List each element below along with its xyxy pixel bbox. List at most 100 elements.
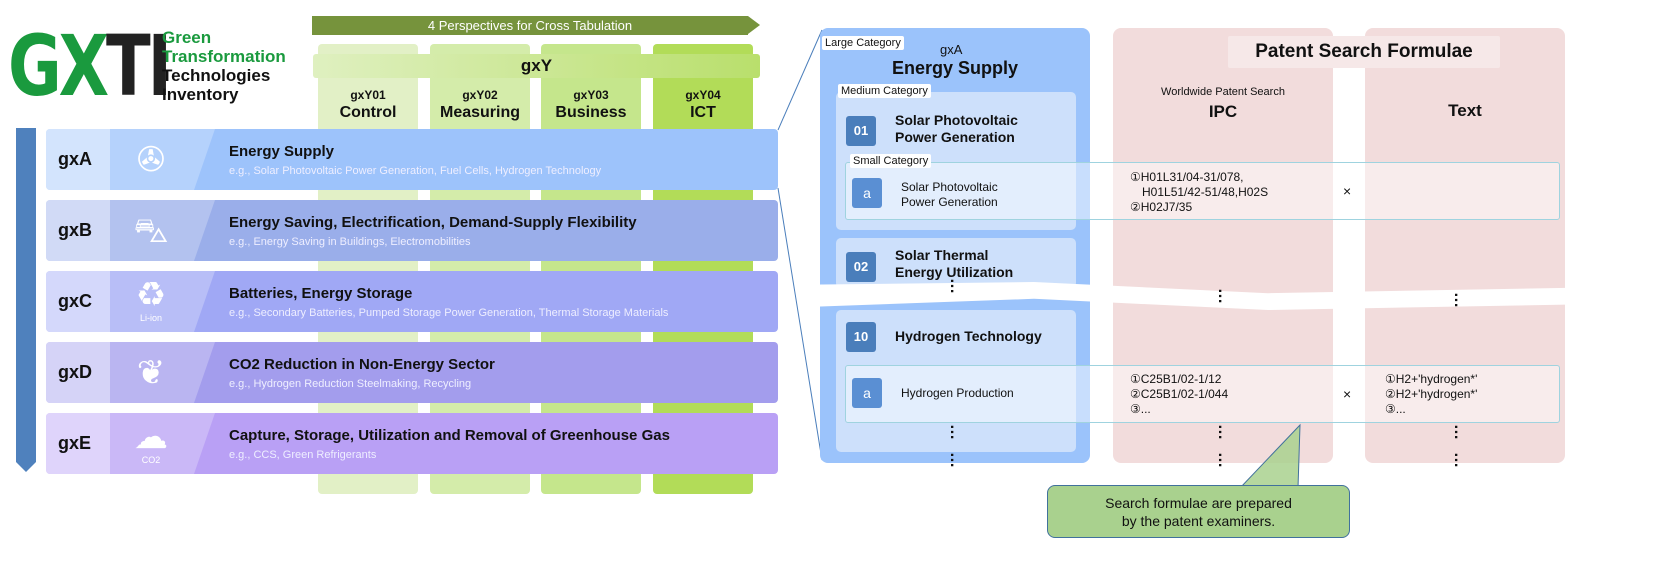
name-line: Solar Photovoltaic <box>895 112 1018 128</box>
formula-line: H01L51/42-51/48,H02S <box>1130 185 1269 199</box>
small-category-row <box>845 365 1560 423</box>
gx-technologies-arrow <box>16 128 36 472</box>
large-category-code: gxA <box>940 42 963 57</box>
ellipsis-icon: … <box>947 424 964 438</box>
medium-category-box <box>836 238 1076 288</box>
ipc-subtitle: Worldwide Patent Search <box>1161 86 1285 98</box>
wind-turbine-icon: ✇ <box>136 141 166 179</box>
name-line: Solar Photovoltaic <box>901 180 998 194</box>
tech-row-gxb: gxB ⛍ Energy Saving, Electrification, Dema… <box>46 200 778 261</box>
column-name: ICT <box>690 104 716 121</box>
ellipsis-icon: … <box>947 278 964 292</box>
name-line: Power Generation <box>895 129 1015 145</box>
formula-line: ③... <box>1385 402 1406 416</box>
examiner-callout: Search formulae are prepared by the paten… <box>1047 485 1350 538</box>
ellipsis-icon: … <box>947 452 964 466</box>
text-formula: ①H2+'hydrogen*'②H2+'hydrogen*'③... <box>1385 372 1477 417</box>
tech-examples: e.g., Energy Saving in Buildings, Electr… <box>229 236 471 248</box>
name-line: Energy Utilization <box>895 264 1014 280</box>
tech-row-gxa: gxA ✇ Energy Supply e.g., Solar Photovoltai… <box>46 129 778 190</box>
icon-text: Li-ion <box>139 313 162 323</box>
small-letter: a <box>852 378 882 408</box>
logo-line: Green <box>162 28 212 47</box>
tech-title: CO2 Reduction in Non-Energy Sector <box>229 356 495 373</box>
callout-line: by the patent examiners. <box>1121 513 1276 529</box>
medium-number: 01 <box>846 116 876 146</box>
multiply-icon: × <box>1343 386 1352 402</box>
callout-line: Search formulae are prepared <box>1105 495 1292 511</box>
small-category-name: Hydrogen Production <box>901 386 1014 400</box>
tech-code: gxA <box>46 129 110 190</box>
tech-title: Batteries, Energy Storage <box>229 285 413 302</box>
medium-category-tag: Medium Category <box>838 84 931 98</box>
logo-line: Technologies <box>162 66 271 85</box>
co2-cloud-icon: ☁CO2 <box>116 419 186 469</box>
formula-line: ①C25B1/02-1/12 <box>1130 372 1222 386</box>
gxti-logo: GXTI <box>8 17 172 115</box>
column-name: Control <box>339 104 397 121</box>
electric-car-icon: ⛍ <box>133 212 169 250</box>
formula-line: ②H02J7/35 <box>1130 200 1193 214</box>
leaf-bottle-icon: ❦ <box>136 354 166 392</box>
tech-title: Energy Supply <box>229 143 335 160</box>
ellipsis-icon: … <box>1451 452 1468 466</box>
large-category-tag: Large Category <box>822 36 904 50</box>
medium-number: 02 <box>846 252 876 282</box>
column-name: Measuring <box>439 104 520 121</box>
ellipsis-icon: … <box>1451 292 1468 306</box>
formula-line: ①H2+'hydrogen*' <box>1385 372 1478 386</box>
formula-line: ②H2+'hydrogen*' <box>1385 387 1478 401</box>
column-code: gxY04 <box>685 88 721 102</box>
column-code: gxY01 <box>350 88 386 102</box>
tech-title: Energy Saving, Electrification, Demand-S… <box>229 214 637 231</box>
tech-examples: e.g., Secondary Batteries, Pumped Storag… <box>229 307 669 319</box>
ipc-column <box>1113 28 1333 463</box>
tech-code: gxE <box>46 413 110 474</box>
ellipsis-icon: … <box>1215 424 1232 438</box>
text-column <box>1365 28 1565 463</box>
logo-line: Inventory <box>162 85 239 104</box>
tech-examples: e.g., CCS, Green Refrigerants <box>229 449 377 461</box>
formula-line: ②C25B1/02-1/044 <box>1130 387 1229 401</box>
formula-line: ③... <box>1130 402 1151 416</box>
ellipsis-icon: … <box>1215 288 1232 302</box>
perspectives-banner: 4 Perspectives for Cross Tabulation <box>312 16 760 35</box>
logo-text: Green Transformation Technologies Invent… <box>162 28 286 104</box>
ellipsis-icon: … <box>1451 424 1468 438</box>
tech-title: Capture, Storage, Utilization and Remova… <box>229 427 670 444</box>
name-line: Power Generation <box>901 195 998 209</box>
tech-row-gxc: gxC♻Li-ion Batteries, Energy Storage e.g.,… <box>46 271 778 332</box>
medium-category-name: Hydrogen Technology <box>895 328 1042 344</box>
name-line: Solar Thermal <box>895 247 989 263</box>
icon-text: CO2 <box>141 455 161 465</box>
multiply-icon: × <box>1343 183 1352 199</box>
tech-code: gxD <box>46 342 110 403</box>
formulae-title: Patent Search Formulae <box>1228 36 1500 68</box>
ellipsis-icon: … <box>1215 452 1232 466</box>
small-category-tag: Small Category <box>850 154 932 168</box>
tech-row-gxe: gxE☁CO2 Capture, Storage, Utilization and… <box>46 413 778 474</box>
column-name: Business <box>555 104 627 121</box>
formula-line: ①H01L31/04-31/078, <box>1130 170 1244 184</box>
tech-examples: e.g., Solar Photovoltaic Power Generatio… <box>229 165 602 177</box>
tech-code: gxC <box>46 271 110 332</box>
tech-examples: e.g., Hydrogen Reduction Steelmaking, Re… <box>229 378 472 390</box>
small-category-row <box>845 162 1560 220</box>
ipc-header: IPC <box>1208 102 1238 121</box>
recycle-battery-icon: ♻Li-ion <box>116 277 186 327</box>
tech-row-gxd: gxD ❦ CO2 Reduction in Non-Energy Sector e.… <box>46 342 778 403</box>
medium-number: 10 <box>846 322 876 352</box>
large-category-name: Energy Supply <box>891 58 1019 78</box>
tech-code: gxB <box>46 200 110 261</box>
gxy-bar: gxY <box>313 54 760 78</box>
